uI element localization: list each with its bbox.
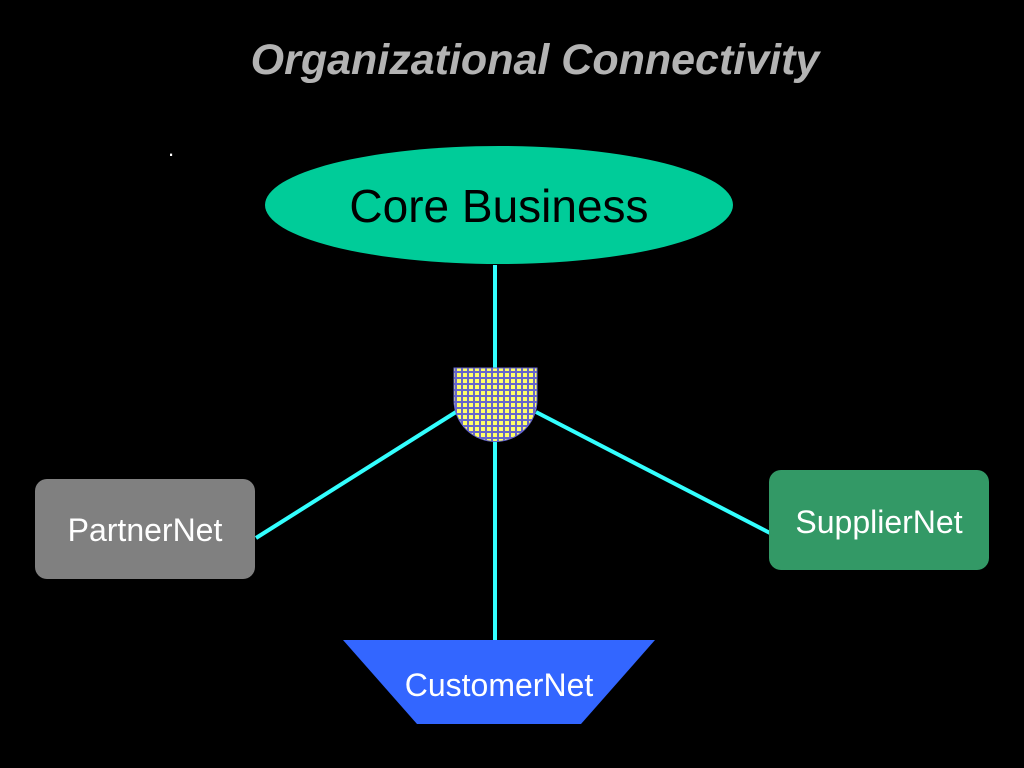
- suppliernet-shape: [769, 470, 989, 570]
- slide-title: Organizational Connectivity: [250, 36, 820, 84]
- hub-gateway-shape[interactable]: [453, 367, 538, 442]
- node-suppliernet[interactable]: SupplierNet: [769, 470, 989, 570]
- connector-hub-partner: [254, 410, 458, 540]
- connector-hub-supplier: [535, 410, 771, 535]
- suppliernet-label: SupplierNet: [795, 504, 962, 540]
- customernet-label: CustomerNet: [405, 667, 594, 703]
- customernet-shape: [343, 640, 655, 724]
- node-partnernet[interactable]: PartnerNet: [35, 479, 255, 579]
- core-business-label: Core Business: [349, 180, 648, 232]
- core-business-shape: [265, 146, 733, 264]
- bullet-dot: .: [168, 136, 175, 161]
- node-customernet[interactable]: CustomerNet: [343, 640, 655, 724]
- partnernet-label: PartnerNet: [68, 512, 223, 548]
- partnernet-shape: [35, 479, 255, 579]
- node-core-business[interactable]: Core Business: [265, 146, 733, 264]
